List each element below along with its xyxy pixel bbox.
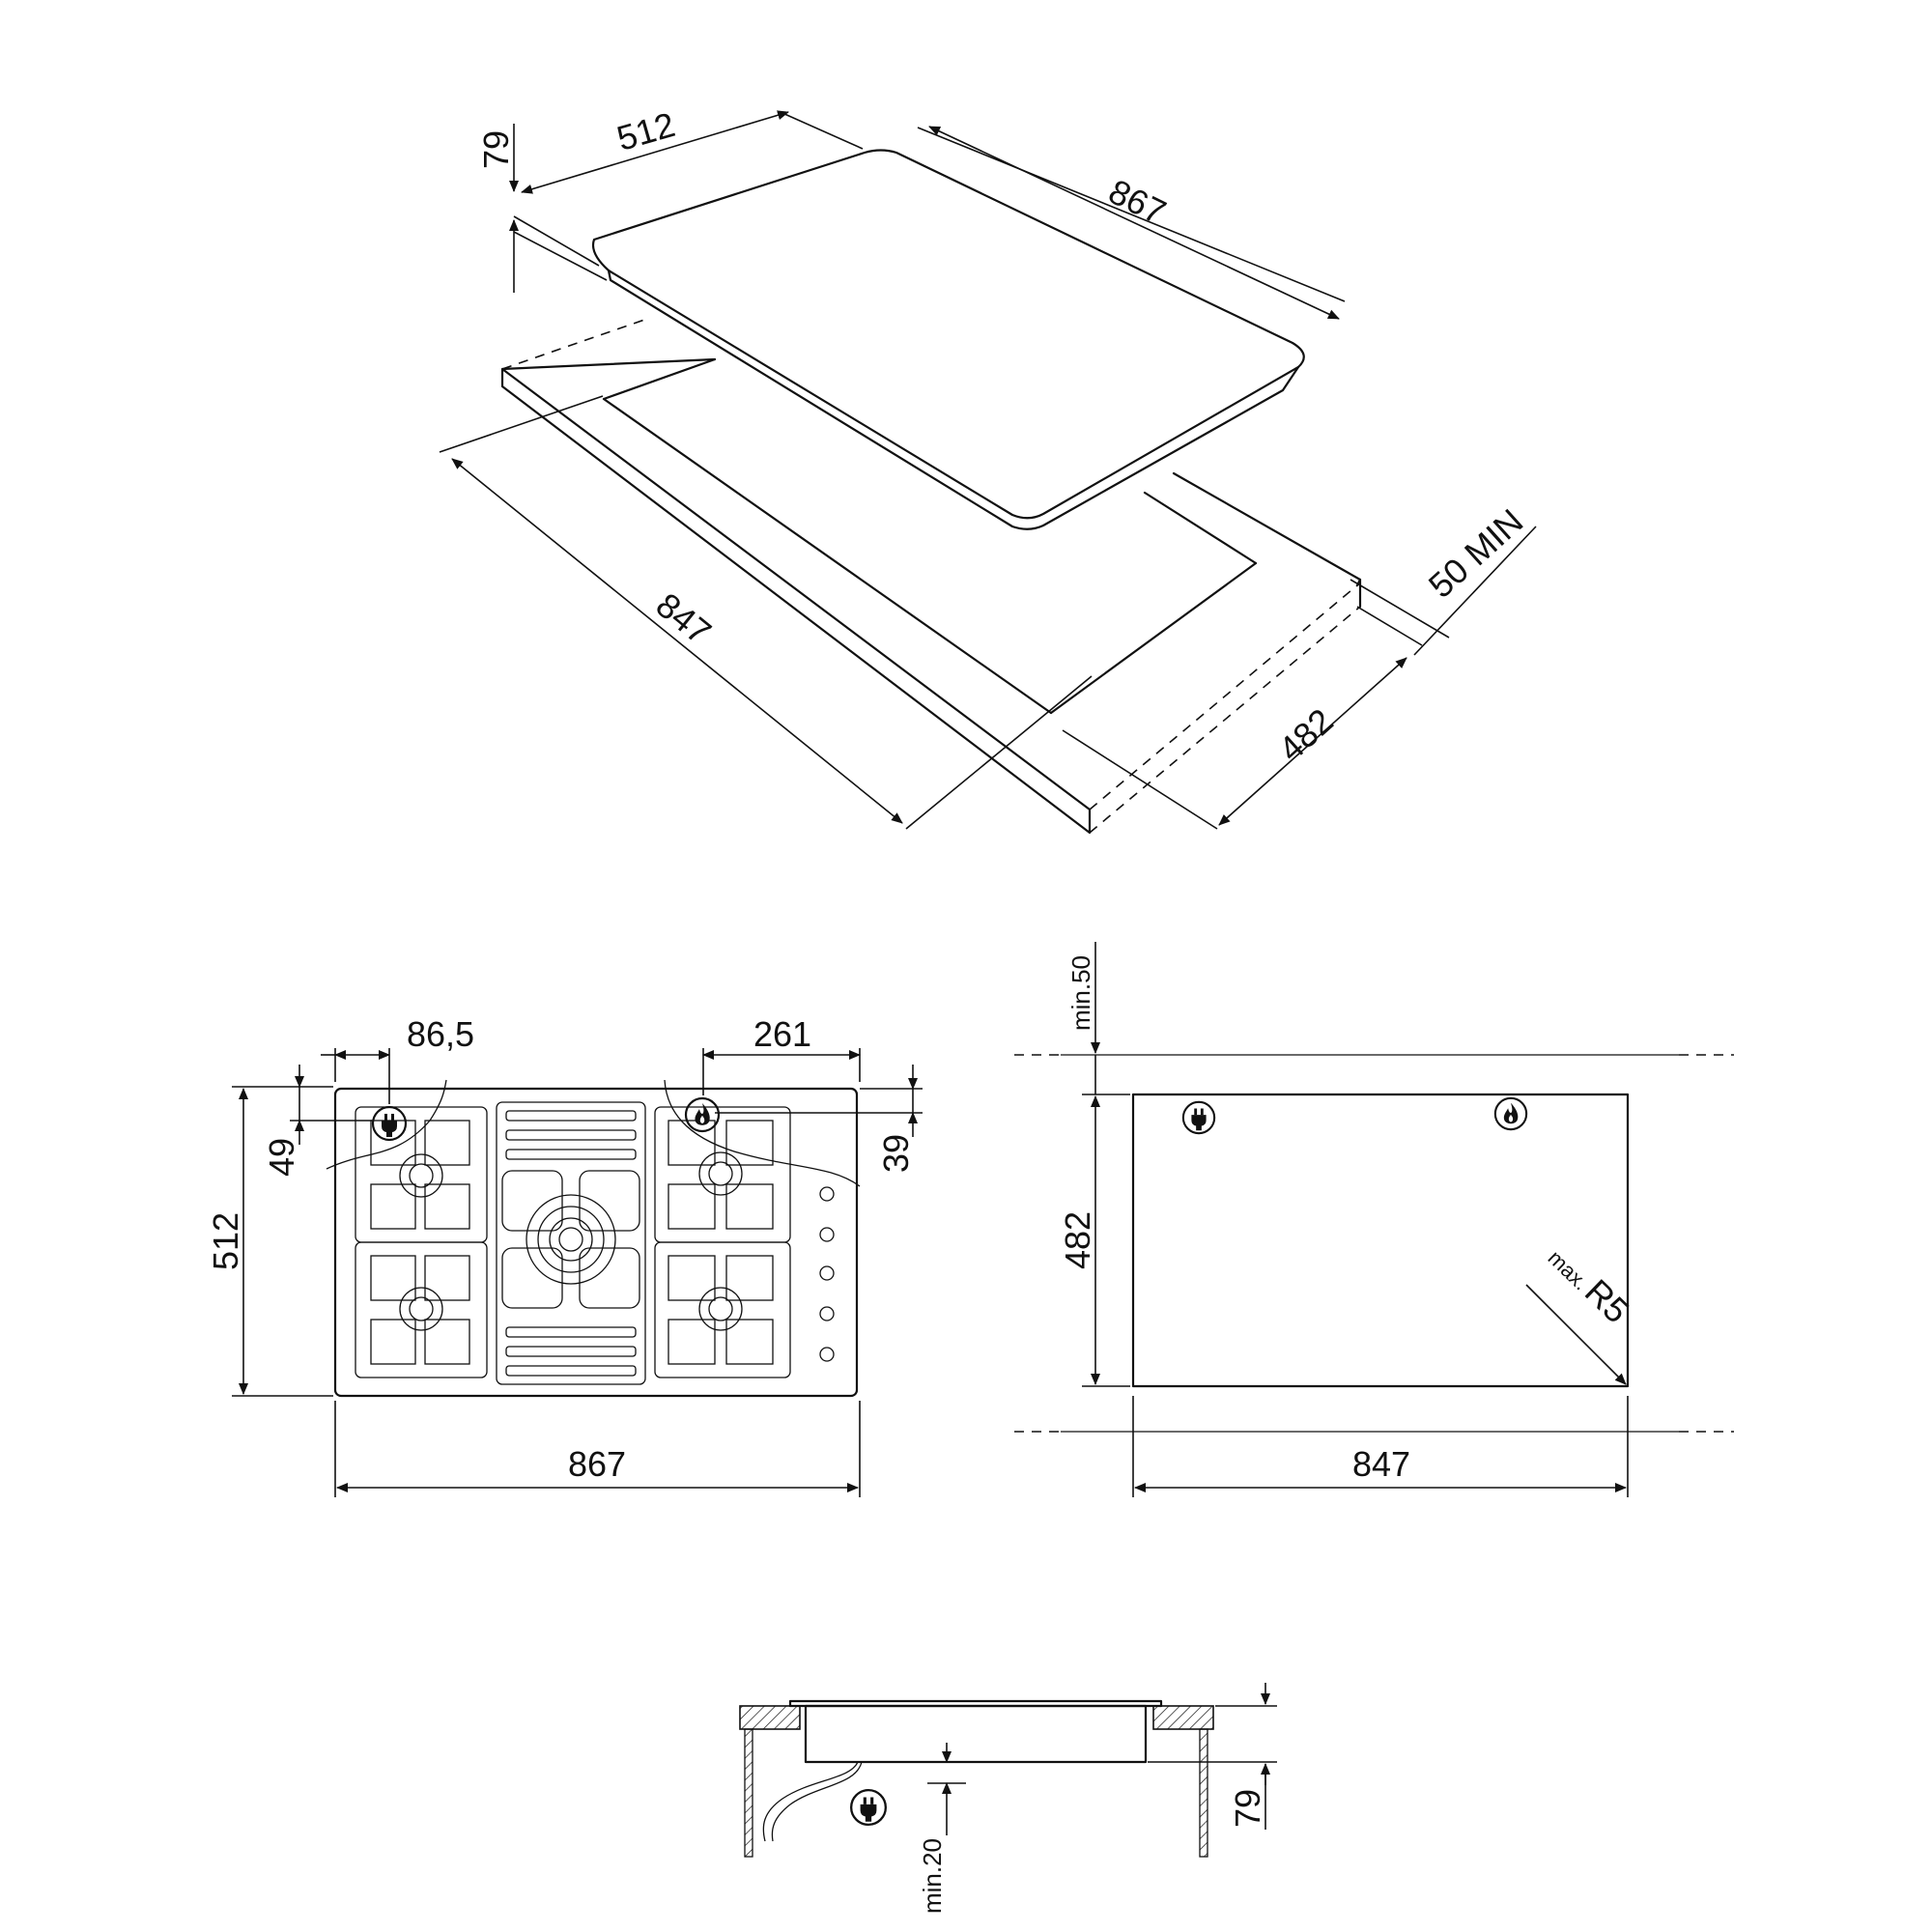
cutout-outline (1131, 1093, 1630, 1388)
hob-section-body (804, 1704, 1148, 1764)
iso-cutout-depth-label: 482 (1271, 700, 1341, 769)
plug-offset-label: 86,5 (407, 1014, 474, 1054)
iso-cutout-width-label: 847 (649, 584, 719, 652)
iso-depth-label: 512 (612, 104, 679, 158)
gas-depth-label: 39 (876, 1134, 916, 1173)
flame-icon (1493, 1096, 1528, 1131)
plug-icon (849, 1788, 888, 1827)
plug-icon (1181, 1100, 1216, 1135)
top-view: 86,5 261 49 39 512 867 (206, 1014, 923, 1497)
right-burner-grates (654, 1106, 791, 1378)
centre-burner-grate (496, 1101, 646, 1385)
section-min-below-label: min.20 (918, 1838, 947, 1914)
top-depth-label: 512 (206, 1212, 245, 1270)
iso-height-label: 79 (476, 130, 516, 169)
worktop-outline (500, 357, 1092, 835)
gas-offset-label: 261 (753, 1014, 811, 1054)
cutout-depth-label: 482 (1058, 1211, 1097, 1269)
cutout-width-label: 847 (1352, 1444, 1410, 1484)
iso-width-label: 867 (1102, 171, 1172, 232)
plug-depth-label: 49 (262, 1138, 301, 1177)
hob-section-top (788, 1699, 1163, 1708)
radius-prefix-label: max. (1544, 1245, 1594, 1294)
flame-icon (684, 1096, 721, 1133)
top-width-label: 867 (568, 1444, 626, 1484)
isometric-view: 79 512 867 847 482 50 MIN (439, 104, 1537, 835)
hob-top-view-outline (333, 1087, 859, 1398)
plug-icon (371, 1105, 408, 1142)
control-knobs (819, 1186, 835, 1362)
section-height-label: 79 (1228, 1789, 1267, 1828)
cutout-view: min.50 482 847 max. R5 (1014, 942, 1734, 1497)
cutout-min-top-label: min.50 (1066, 955, 1095, 1031)
section-view: min.20 79 (739, 1683, 1277, 1914)
left-burner-grates (355, 1106, 488, 1378)
